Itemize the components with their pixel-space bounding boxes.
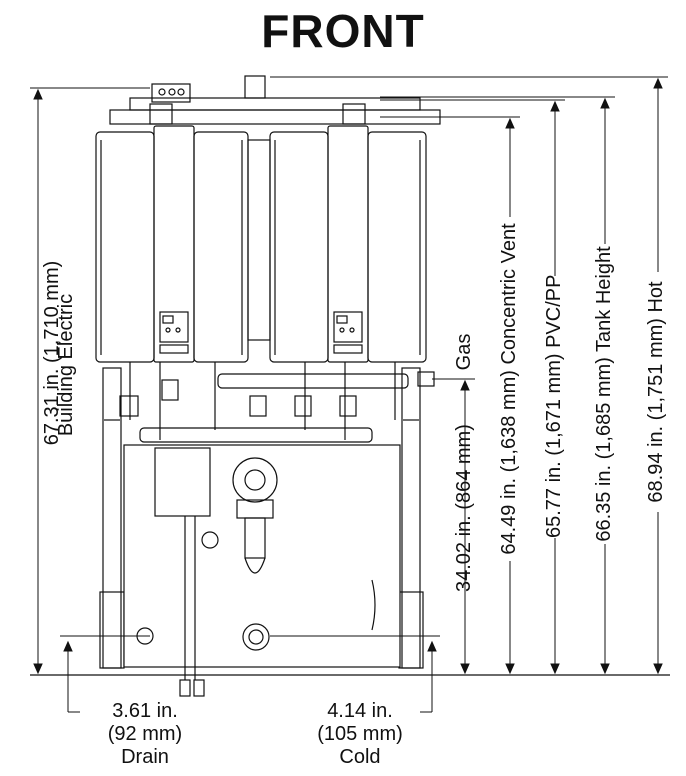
water-heater-right xyxy=(269,125,427,363)
drain-inches: 3.61 in. xyxy=(112,700,178,722)
electric-box xyxy=(151,83,191,103)
cold-inlet xyxy=(242,623,270,651)
drain-dimension: 3.61 in. (92 mm) Drain xyxy=(85,700,205,769)
cold-label: Cold xyxy=(339,746,381,768)
gas-dimension: 34.02 in. (864 mm) xyxy=(453,424,475,592)
storage-tank xyxy=(123,444,401,668)
water-heater-left xyxy=(95,125,249,363)
drain-label: Drain xyxy=(121,746,169,768)
control-panel-right xyxy=(333,311,363,343)
cold-mm: (105 mm) xyxy=(317,723,403,745)
pump-controller xyxy=(154,447,211,517)
page-title: FRONT xyxy=(261,5,425,57)
cold-header xyxy=(139,427,373,443)
pvc-pp-dimension: 65.77 in. (1,671 mm) PVC/PP xyxy=(543,274,567,538)
building-electric-label: Building Electric xyxy=(55,293,77,437)
circulation-pump xyxy=(232,457,278,503)
vent-cap-left xyxy=(149,103,173,125)
cold-inches: 4.14 in. xyxy=(327,700,393,722)
gas-label: Gas xyxy=(453,333,475,371)
hot-dimension: 68.94 in. (1,751 mm) Hot xyxy=(645,272,669,512)
frame-leg-right xyxy=(401,367,421,669)
drain-mm: (92 mm) xyxy=(107,723,183,745)
concentric-vent-dimension: 64.49 in. (1,638 mm) Concentric Vent xyxy=(498,217,522,561)
hot-header xyxy=(217,373,409,389)
tank-height-dimension: 66.35 in. (1,685 mm) Tank Height xyxy=(593,244,617,544)
vent-pipe xyxy=(244,75,266,99)
cold-dimension: 4.14 in. (105 mm) Cold xyxy=(300,700,420,769)
vent-cap-right xyxy=(342,103,366,125)
frame-leg-left xyxy=(102,367,122,669)
control-panel-left xyxy=(159,311,189,343)
